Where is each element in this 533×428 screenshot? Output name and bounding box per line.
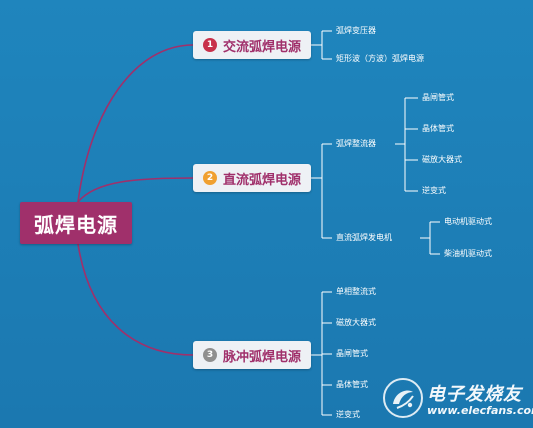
watermark-url: www.elecfans.com xyxy=(427,404,533,417)
root-connector-branch-1 xyxy=(77,44,194,203)
badge-1-icon: 1 xyxy=(202,38,217,52)
branch-1-connector xyxy=(311,30,332,60)
branch-node-ac[interactable]: 1 交流弧焊电源 xyxy=(193,31,311,59)
leaf-welding-transformer[interactable]: 弧焊变压器 xyxy=(336,26,376,35)
rectifier-connector xyxy=(395,97,418,192)
leaf-rectifier-inverter[interactable]: 逆变式 xyxy=(422,186,446,195)
branch-label-ac: 交流弧焊电源 xyxy=(222,39,301,55)
root-connector-branch-3 xyxy=(77,243,194,356)
elecfans-logo-icon xyxy=(383,378,423,418)
leaf-square-wave-source[interactable]: 矩形波（方波）弧焊电源 xyxy=(336,54,424,63)
branch-node-pulse[interactable]: 3 脉冲弧焊电源 xyxy=(193,341,311,369)
leaf-rectifier-magamp[interactable]: 磁放大器式 xyxy=(422,155,462,164)
watermark-title: 电子发烧友 xyxy=(427,384,522,405)
watermark: 电子发烧友 www.elecfans.com xyxy=(383,378,533,422)
leaf-pulse-thyristor[interactable]: 晶闸管式 xyxy=(336,349,368,358)
root-connector-branch-2 xyxy=(77,177,194,203)
leaf-rectifier-thyristor[interactable]: 晶闸管式 xyxy=(422,93,454,102)
leaf-generator-motor[interactable]: 电动机驱动式 xyxy=(444,217,492,226)
leaf-rectifier-transistor[interactable]: 晶体管式 xyxy=(422,124,454,133)
leaf-pulse-single-phase[interactable]: 单相整流式 xyxy=(336,287,376,296)
root-label: 弧焊电源 xyxy=(34,212,118,237)
branch-label-dc: 直流弧焊电源 xyxy=(222,172,301,188)
branch-node-dc[interactable]: 2 直流弧焊电源 xyxy=(193,164,311,192)
branch-label-pulse: 脉冲弧焊电源 xyxy=(222,349,301,365)
generator-connector xyxy=(420,221,440,255)
badge-2-icon: 2 xyxy=(202,171,217,185)
leaf-pulse-inverter[interactable]: 逆变式 xyxy=(336,410,360,419)
leaf-generator-diesel[interactable]: 柴油机驱动式 xyxy=(444,249,492,258)
sub-branch-rectifier[interactable]: 弧焊整流器 xyxy=(336,139,376,148)
elecfans-logo-mark xyxy=(393,390,414,409)
branch-3-connector xyxy=(311,291,332,416)
root-node[interactable]: 弧焊电源 xyxy=(20,202,132,244)
branch-2-connector xyxy=(311,143,332,239)
badge-3-icon: 3 xyxy=(202,348,217,362)
leaf-pulse-transistor[interactable]: 晶体管式 xyxy=(336,380,368,389)
sub-branch-dc-generator[interactable]: 直流弧焊发电机 xyxy=(336,233,392,242)
leaf-pulse-magamp[interactable]: 磁放大器式 xyxy=(336,318,376,327)
